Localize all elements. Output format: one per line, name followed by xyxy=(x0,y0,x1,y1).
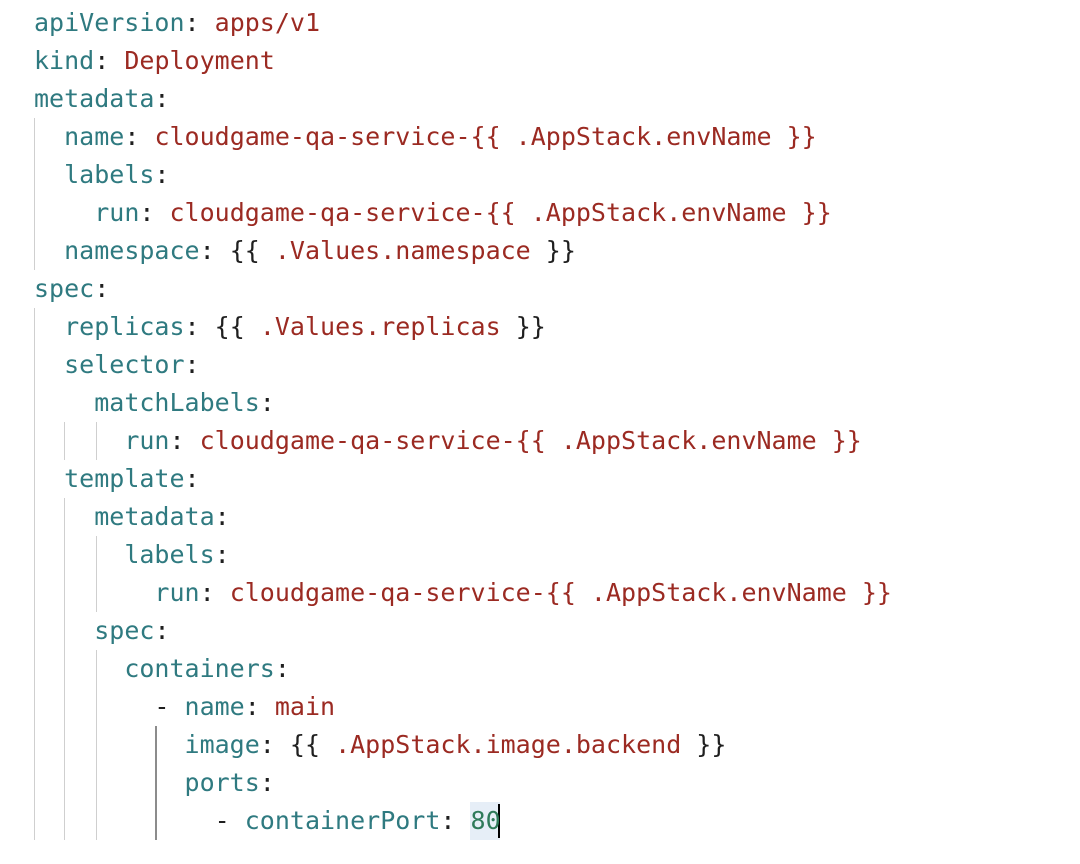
yaml-key: replicas xyxy=(64,312,185,341)
yaml-value: cloudgame-qa-service-{{ .AppStack.envNam… xyxy=(229,578,892,607)
yaml-value: {{ .Values.namespace }} xyxy=(229,236,576,265)
indent-guide xyxy=(34,118,35,270)
code-line[interactable]: labels: xyxy=(124,540,230,569)
indent-guide xyxy=(34,308,35,840)
yaml-key: name xyxy=(184,692,245,721)
text-cursor xyxy=(498,804,500,838)
code-line[interactable]: run: cloudgame-qa-service-{{ .AppStack.e… xyxy=(124,426,862,455)
yaml-key: matchLabels xyxy=(94,388,260,417)
yaml-key: labels xyxy=(64,160,155,189)
yaml-key: template xyxy=(64,464,185,493)
yaml-key: image xyxy=(184,730,260,759)
code-line[interactable]: run: cloudgame-qa-service-{{ .AppStack.e… xyxy=(94,198,832,227)
code-line[interactable]: image: {{ .AppStack.image.backend }} xyxy=(184,730,727,759)
code-line[interactable]: kind: Deployment xyxy=(34,46,275,75)
code-line[interactable]: metadata: xyxy=(34,84,170,113)
yaml-value: apps/v1 xyxy=(214,8,320,37)
yaml-key: containers xyxy=(124,654,275,683)
indent-guide-active xyxy=(155,726,157,840)
indent-guide xyxy=(96,650,97,840)
code-line[interactable]: spec: xyxy=(34,274,110,303)
list-dash: - xyxy=(214,806,245,835)
indent-guide xyxy=(96,536,97,612)
yaml-key: run xyxy=(124,426,170,455)
code-line[interactable]: name: cloudgame-qa-service-{{ .AppStack.… xyxy=(64,122,817,151)
yaml-value: Deployment xyxy=(124,46,275,75)
indent-guide xyxy=(64,422,65,460)
yaml-key: run xyxy=(94,198,140,227)
word-highlight xyxy=(470,802,500,840)
code-line[interactable]: metadata: xyxy=(94,502,230,531)
indent-guide xyxy=(64,498,65,840)
code-line[interactable]: spec: xyxy=(94,616,170,645)
yaml-value: cloudgame-qa-service-{{ .AppStack.envNam… xyxy=(169,198,832,227)
yaml-key: namespace xyxy=(64,236,200,265)
yaml-value: 80 xyxy=(470,806,501,835)
yaml-key: spec xyxy=(94,616,155,645)
code-line[interactable]: run: cloudgame-qa-service-{{ .AppStack.e… xyxy=(154,578,892,607)
yaml-key: containerPort xyxy=(244,806,441,835)
code-line[interactable]: matchLabels: xyxy=(94,388,275,417)
yaml-key: name xyxy=(64,122,125,151)
code-line[interactable]: namespace: {{ .Values.namespace }} xyxy=(64,236,576,265)
code-line[interactable]: selector: xyxy=(64,350,200,379)
yaml-key: metadata xyxy=(34,84,155,113)
code-line[interactable]: containers: xyxy=(124,654,290,683)
yaml-value: cloudgame-qa-service-{{ .AppStack.envNam… xyxy=(199,426,862,455)
yaml-value: {{ .Values.replicas }} xyxy=(214,312,546,341)
code-line[interactable]: apiVersion: apps/v1 xyxy=(34,8,320,37)
list-dash: - xyxy=(154,692,185,721)
yaml-key: labels xyxy=(124,540,215,569)
code-line[interactable]: - name: main xyxy=(154,692,336,721)
yaml-value: main xyxy=(274,692,336,721)
yaml-key: ports xyxy=(184,768,260,797)
yaml-key: selector xyxy=(64,350,185,379)
code-line[interactable]: template: xyxy=(64,464,200,493)
yaml-key: kind xyxy=(34,46,95,75)
code-line[interactable]: replicas: {{ .Values.replicas }} xyxy=(64,312,546,341)
yaml-key: spec xyxy=(34,274,95,303)
indent-guide xyxy=(96,422,97,460)
yaml-value: cloudgame-qa-service-{{ .AppStack.envNam… xyxy=(154,122,817,151)
yaml-key: apiVersion xyxy=(34,8,185,37)
yaml-key: run xyxy=(154,578,200,607)
yaml-key: metadata xyxy=(94,502,215,531)
code-line[interactable]: - containerPort: 80 xyxy=(214,806,501,835)
code-line[interactable]: labels: xyxy=(64,160,170,189)
yaml-value: {{ .AppStack.image.backend }} xyxy=(289,730,727,759)
code-line[interactable]: ports: xyxy=(184,768,275,797)
